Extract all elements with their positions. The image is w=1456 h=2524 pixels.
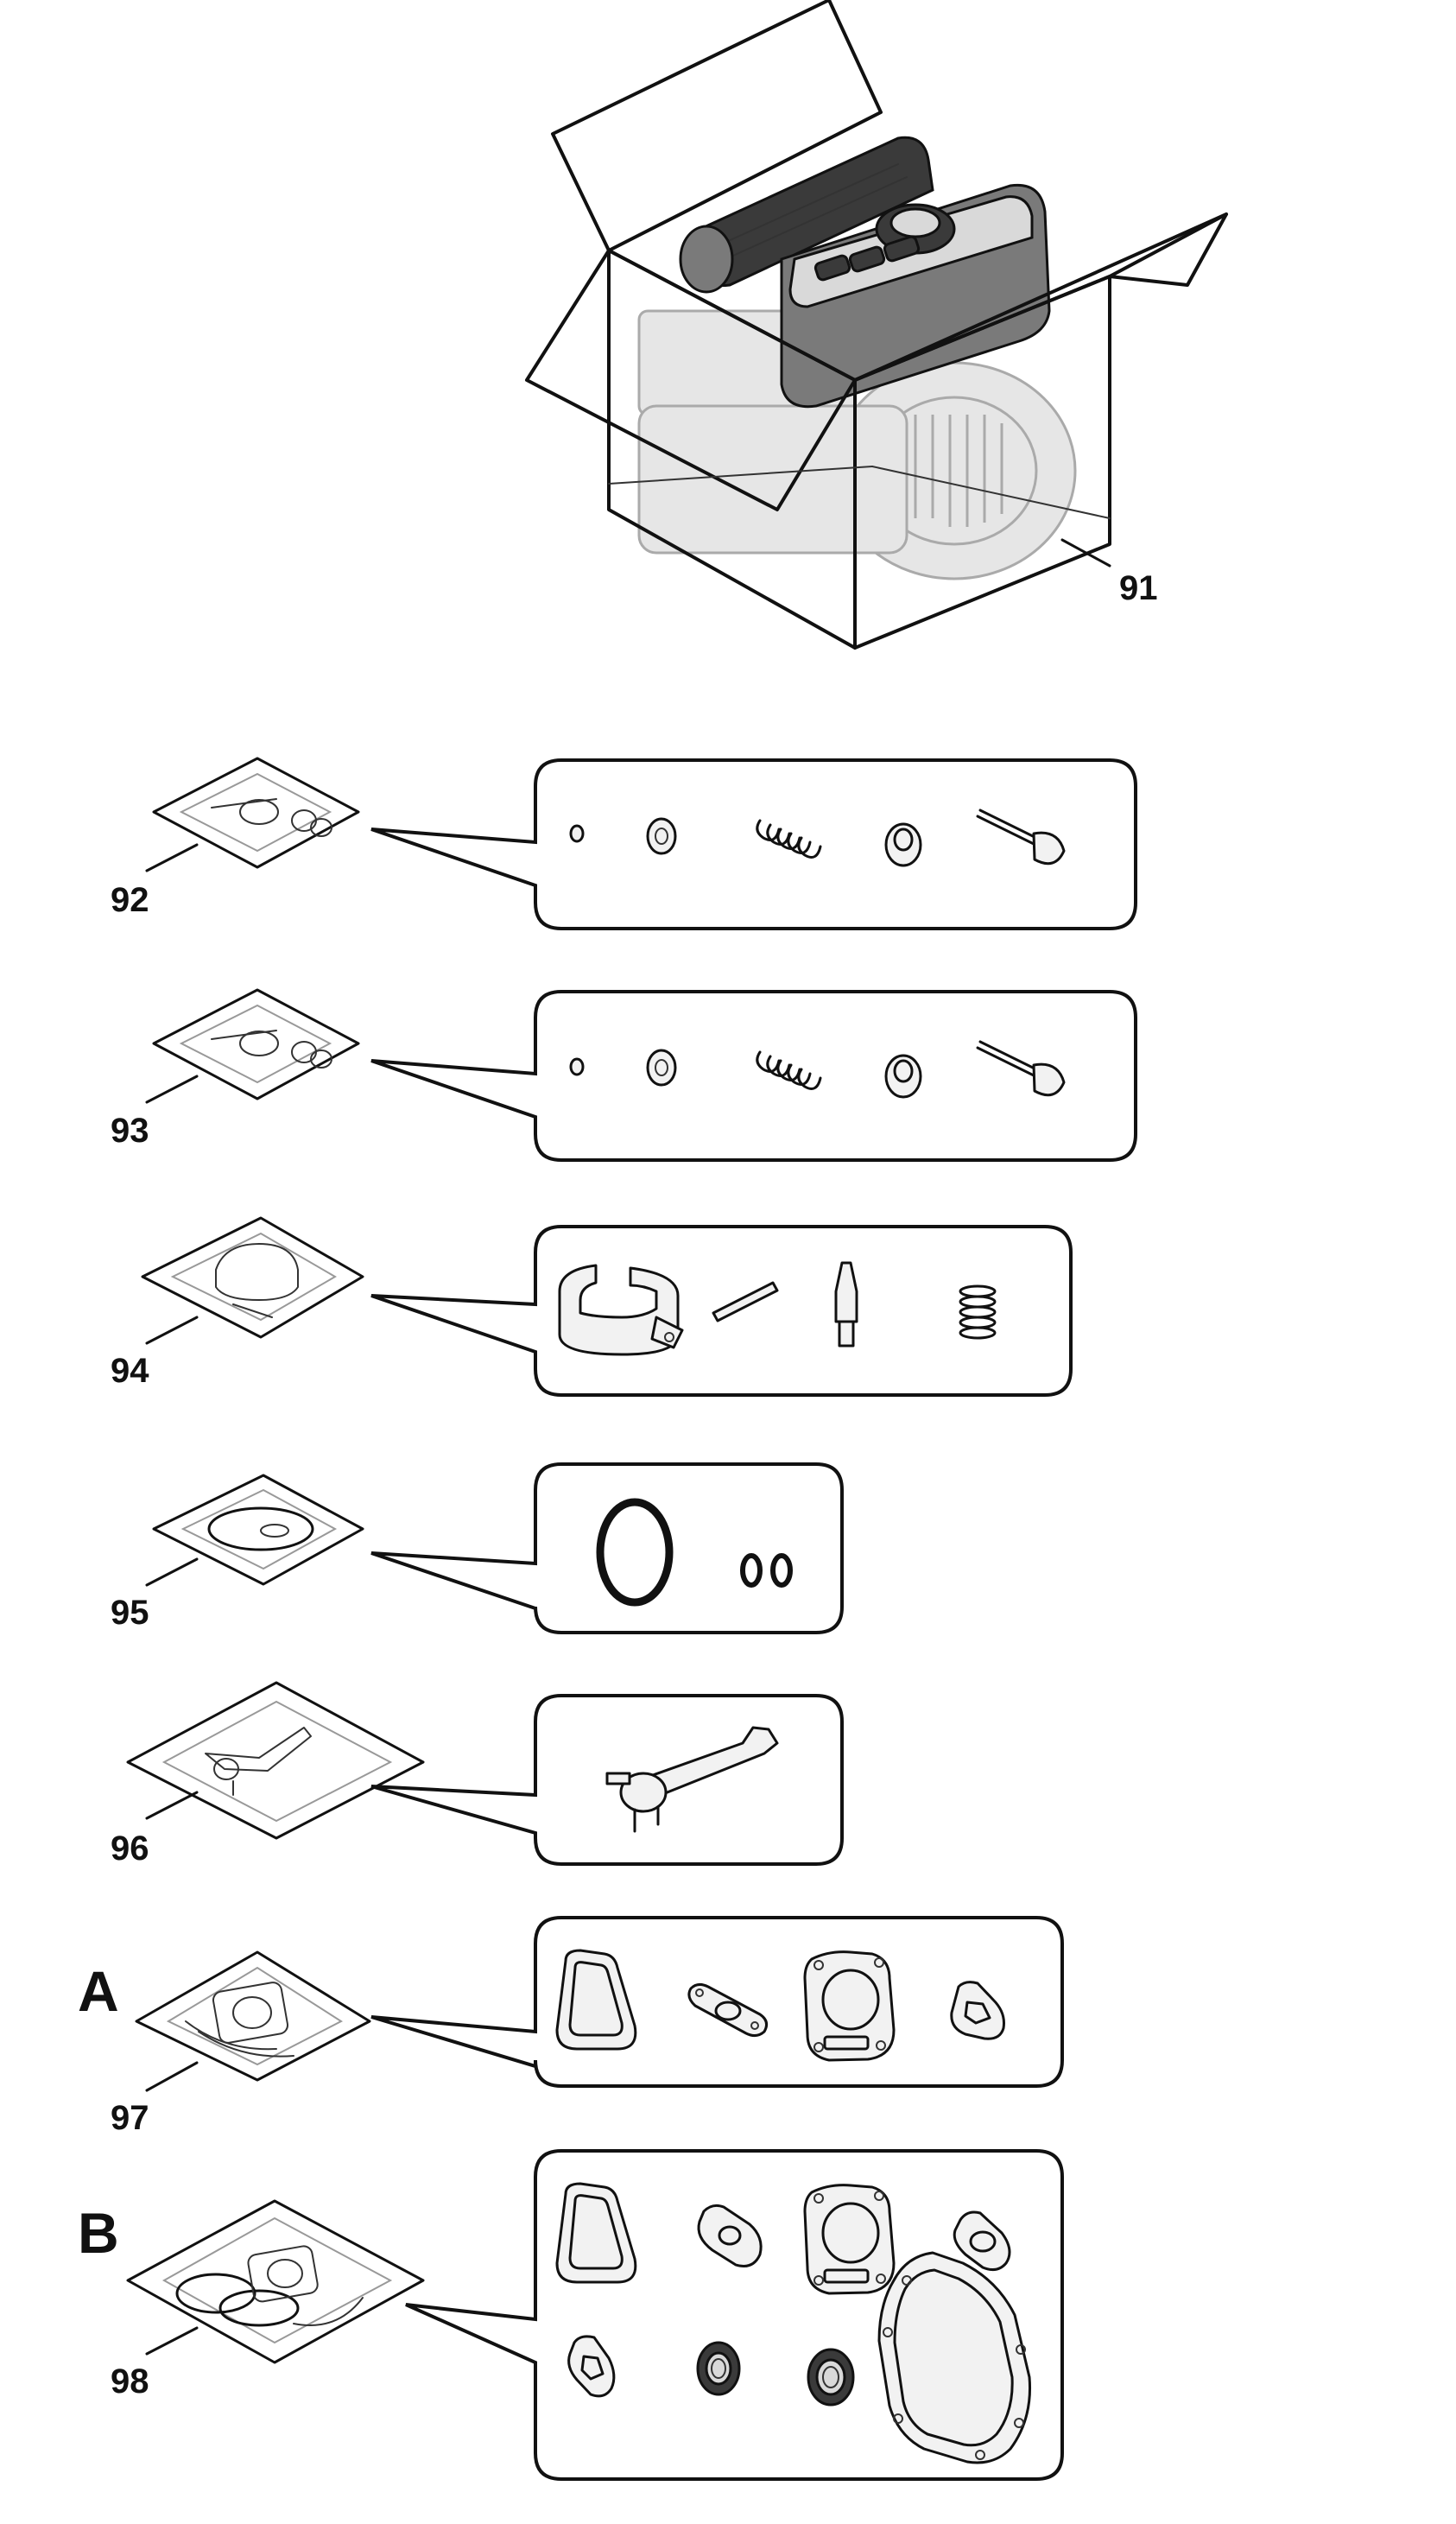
letter-a: A — [78, 1959, 119, 2023]
balloon-98 — [405, 2149, 1064, 2481]
valve-retainer-icon — [646, 1049, 677, 1087]
valve-seal-icon — [884, 822, 922, 867]
valve-spring-icon — [756, 1050, 822, 1090]
gasket-icon — [953, 2210, 1011, 2272]
valve-spring-icon — [959, 1284, 997, 1340]
parts-bag-icon — [141, 1216, 364, 1339]
callout-95: 95 — [111, 1594, 149, 1632]
balloon-97 — [370, 1916, 1064, 2088]
leader-95 — [145, 1557, 199, 1587]
parts-bag-icon — [152, 988, 360, 1100]
cotter-icon — [569, 1057, 585, 1076]
balloon-96 — [370, 1694, 844, 1866]
oil-seal-icon — [696, 2341, 741, 2396]
gasket-icon — [950, 1981, 1005, 2040]
balloon-92 — [370, 758, 1137, 930]
balloon-94 — [370, 1225, 1073, 1397]
gasket-icon — [555, 1949, 637, 2051]
callout-98: 98 — [111, 2362, 149, 2400]
callout-96: 96 — [111, 1830, 149, 1868]
o-ring-icon — [740, 1553, 793, 1588]
parts-bag-icon — [126, 1681, 425, 1840]
float-pin-icon — [712, 1281, 779, 1322]
gasket-icon — [803, 2184, 896, 2295]
letter-b: B — [78, 2201, 119, 2265]
o-ring-icon — [596, 1498, 674, 1607]
callout-92: 92 — [111, 881, 149, 919]
engine-box-icon — [525, 0, 1228, 650]
callout-93: 93 — [111, 1112, 149, 1150]
valve-icon — [976, 1040, 1066, 1097]
balloon-95 — [370, 1462, 844, 1634]
leader-98 — [145, 2326, 199, 2356]
valve-retainer-icon — [646, 817, 677, 855]
crankcase-gasket-icon — [877, 2251, 1031, 2464]
gasket-icon — [567, 2335, 616, 2398]
callout-91: 91 — [1119, 569, 1158, 607]
float-needle-icon — [834, 1261, 858, 1348]
gasket-icon — [687, 1982, 769, 2038]
oil-seal-icon — [807, 2348, 855, 2407]
parts-bag-icon — [152, 1474, 364, 1586]
gasket-icon — [697, 2204, 763, 2267]
parts-bag-icon — [126, 2199, 425, 2364]
cotter-icon — [569, 824, 585, 843]
valve-icon — [976, 809, 1066, 866]
leader-94 — [145, 1316, 199, 1345]
balloon-93 — [370, 990, 1137, 1162]
gasket-icon — [803, 1950, 896, 2062]
parts-bag-icon — [152, 757, 360, 869]
valve-spring-icon — [756, 819, 822, 859]
leader-96 — [145, 1791, 199, 1820]
leader-92 — [145, 843, 199, 872]
callout-94: 94 — [111, 1352, 149, 1390]
valve-seal-icon — [884, 1054, 922, 1099]
parts-bag-icon — [135, 1950, 371, 2082]
carburetor-float-icon — [558, 1264, 684, 1356]
leader-93 — [145, 1075, 199, 1104]
gasket-icon — [555, 2182, 637, 2284]
callout-97: 97 — [111, 2099, 149, 2137]
leader-97 — [145, 2061, 199, 2092]
choke-lever-icon — [605, 1726, 779, 1833]
